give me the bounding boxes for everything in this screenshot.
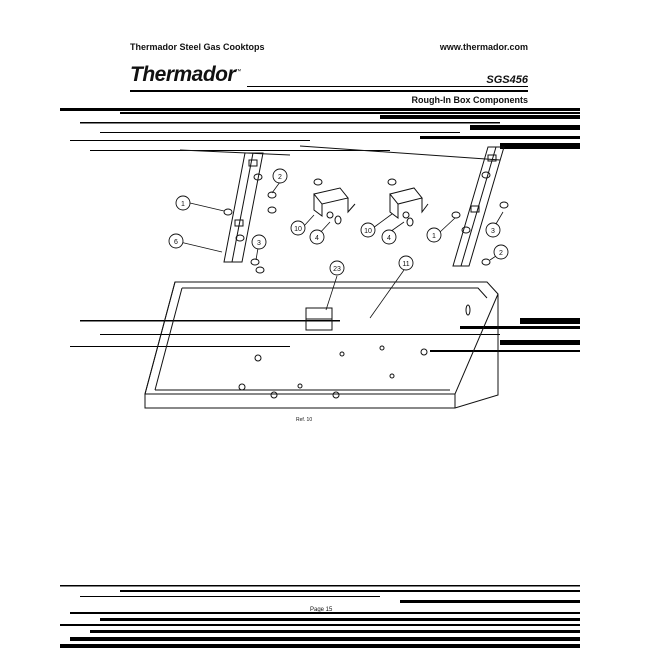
trademark-mark: ™ xyxy=(235,69,241,75)
brand-logo: Thermador™ xyxy=(130,63,241,87)
brand-name: Thermador xyxy=(130,63,236,86)
svg-text:2: 2 xyxy=(499,250,503,257)
fittings xyxy=(179,145,509,274)
section-title: Rough-In Box Components xyxy=(411,95,529,105)
header-rule xyxy=(247,86,528,87)
website-url: www.thermador.com xyxy=(439,42,528,52)
callout-2-right: 2 xyxy=(493,244,509,260)
callout-11: 11 xyxy=(398,255,414,271)
part-reference: Ref. 10 xyxy=(296,417,313,423)
svg-text:4: 4 xyxy=(315,235,319,242)
callout-leaders xyxy=(179,181,504,319)
callout-1-left: 1 xyxy=(175,195,191,211)
callout-10-right: 10 xyxy=(360,222,376,238)
model-number: SGS456 xyxy=(486,74,528,86)
rough-in-box xyxy=(144,281,499,409)
svg-text:1: 1 xyxy=(432,233,436,240)
callout-3-right: 3 xyxy=(485,222,501,238)
callout-1-right: 1 xyxy=(426,227,442,243)
page-number: Page 15 xyxy=(310,607,333,613)
svg-text:4: 4 xyxy=(387,235,391,242)
scan-streaks xyxy=(60,108,580,648)
callout-3-left: 3 xyxy=(251,234,267,250)
callout-10-left: 10 xyxy=(290,220,306,236)
valve-bracket-left xyxy=(313,187,356,219)
callout-4-right: 4 xyxy=(381,229,397,245)
svg-text:3: 3 xyxy=(491,228,495,235)
callout-6: 6 xyxy=(168,233,184,249)
svg-text:2: 2 xyxy=(278,174,282,181)
right-bracket xyxy=(452,146,505,267)
svg-text:23: 23 xyxy=(333,266,341,273)
callout-2-left: 2 xyxy=(272,168,288,184)
callout-4-left: 4 xyxy=(309,229,325,245)
valve-bracket-right xyxy=(389,187,429,219)
document-title: Thermador Steel Gas Cooktops xyxy=(130,42,265,52)
callouts: 1 6 2 3 10 4 10 4 1 3 2 23 11 xyxy=(168,168,509,276)
svg-text:3: 3 xyxy=(257,240,261,247)
callout-23: 23 xyxy=(329,260,345,276)
header-rule-thick xyxy=(130,90,528,92)
svg-text:10: 10 xyxy=(294,226,302,233)
svg-text:6: 6 xyxy=(174,239,178,246)
svg-text:10: 10 xyxy=(364,228,372,235)
svg-text:11: 11 xyxy=(402,261,409,268)
svg-text:1: 1 xyxy=(181,201,185,208)
